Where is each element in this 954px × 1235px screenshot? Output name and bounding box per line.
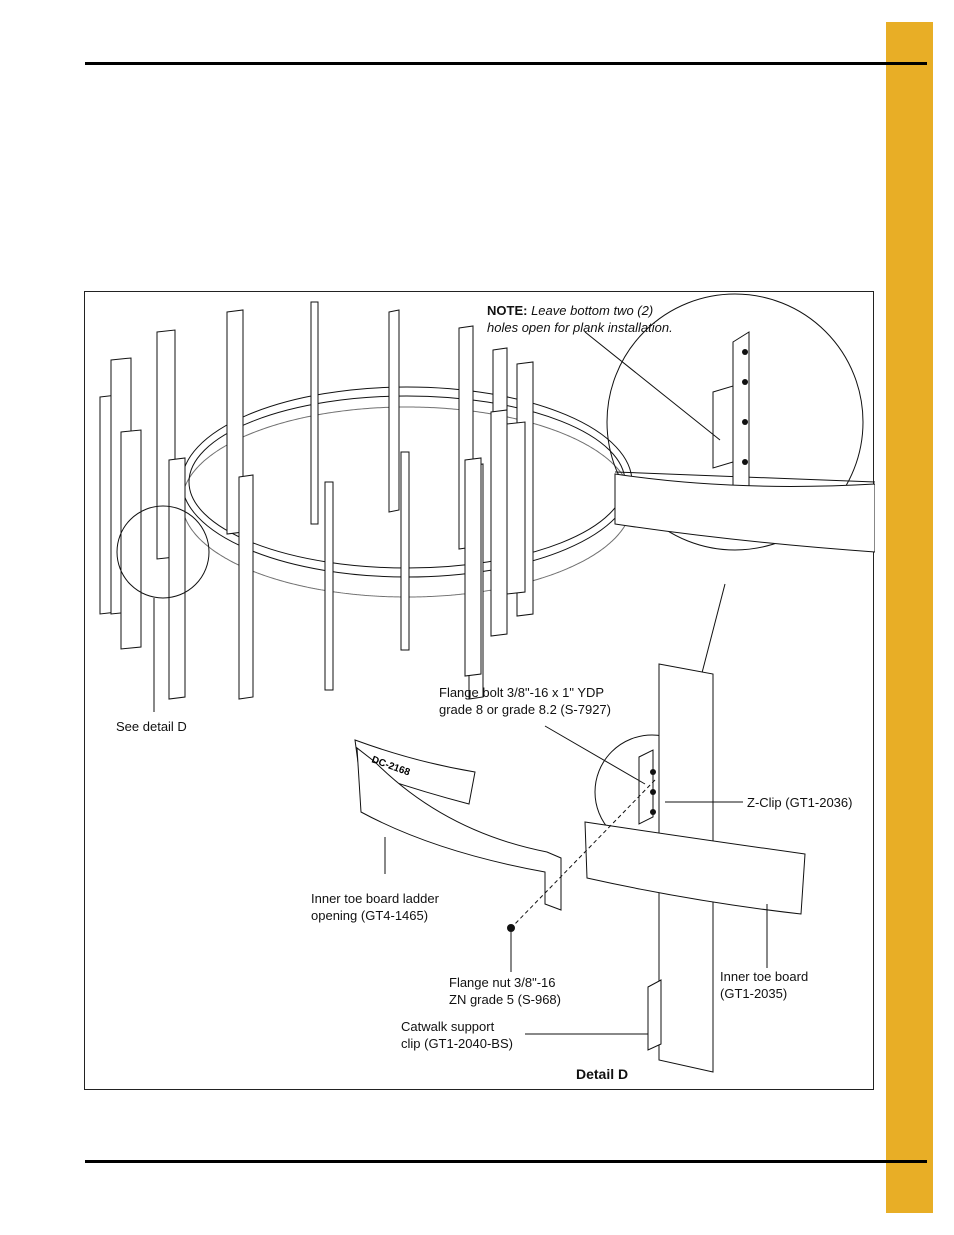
toe-board-label: Inner toe board(GT1-2035) — [720, 969, 809, 1001]
note-label: NOTE: — [487, 303, 528, 318]
figure-detail-d: DC-2168 NOTE: Leave bottom two (2) holes… — [84, 291, 875, 1090]
ladder-opening-board — [356, 746, 562, 911]
footer-rule — [85, 1160, 927, 1163]
enlargement-circle — [606, 293, 864, 551]
z-clip-label: Z-Clip (GT1-2036) — [747, 795, 853, 810]
see-detail-label: See detail D — [116, 719, 187, 734]
detail-title: Detail D — [576, 1066, 629, 1082]
note-line1: Leave bottom two (2) — [531, 303, 654, 318]
assembly-illustration: DC-2168 — [99, 293, 875, 1073]
note-text: NOTE: Leave bottom two (2) holes open fo… — [487, 302, 673, 336]
stiffeners — [99, 301, 534, 700]
section-tab — [886, 22, 933, 1213]
inner-toe-board — [584, 821, 806, 915]
note-line2: holes open for plank installation. — [487, 320, 673, 335]
detail-callout-circle — [116, 505, 210, 599]
header-rule — [85, 62, 927, 65]
